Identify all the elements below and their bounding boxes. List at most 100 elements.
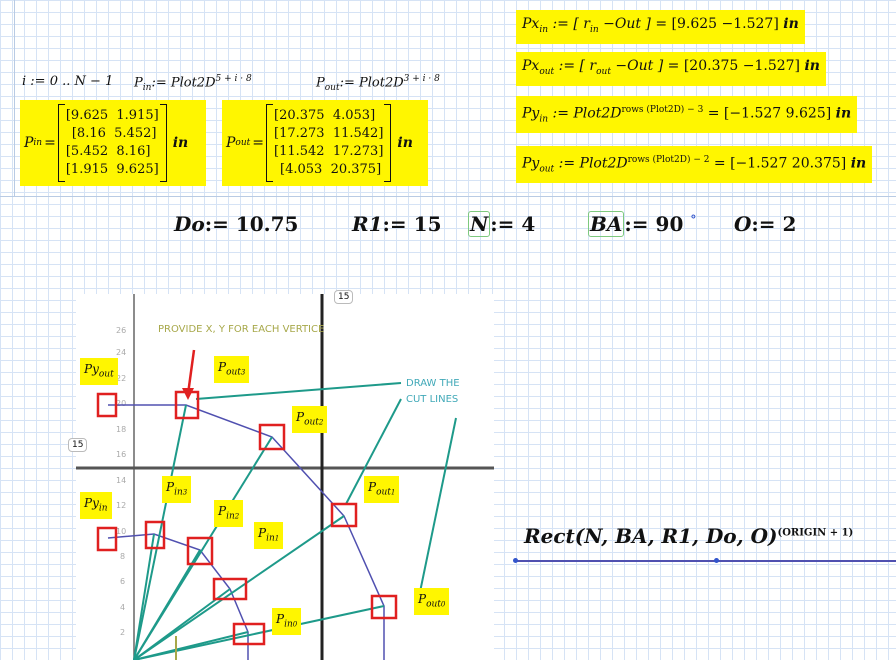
label-subsub: 3 bbox=[240, 368, 246, 377]
label-subsub: 0 bbox=[292, 620, 298, 629]
px-in-equation[interactable]: Pxin := [ rin −Out ] = [9.625 −1.527] in bbox=[516, 10, 805, 44]
p-out-def-sup: 3 + i · 8 bbox=[403, 74, 440, 84]
px-in-unit: in bbox=[783, 16, 799, 32]
y-tick: 6 bbox=[120, 577, 125, 586]
y-tick: 26 bbox=[116, 326, 126, 335]
matrix-cell: 11.542 bbox=[332, 126, 379, 141]
p-out-matrix-name: P bbox=[226, 135, 236, 151]
py-out-equation[interactable]: Pyout := Plot2Drows (Plot2D) − 2 = [−1.5… bbox=[516, 146, 873, 184]
n-name: N bbox=[468, 211, 491, 237]
ba-definition[interactable]: BA:= 90 ° bbox=[588, 211, 696, 237]
label-p-in-0: Pin0 bbox=[272, 608, 302, 636]
matrix-cell: 1.915 bbox=[70, 162, 109, 177]
p-in-definition[interactable]: Pin:= Plot2D5 + i · 8 bbox=[134, 74, 252, 93]
label-sub: in bbox=[226, 511, 235, 522]
px-in-expr: := [ r bbox=[552, 16, 590, 32]
annotation-arrow bbox=[195, 382, 402, 400]
px-out-lhs: Px bbox=[522, 58, 540, 74]
annotation-draw-the: DRAW THE bbox=[406, 378, 460, 389]
region-separator-top bbox=[0, 196, 896, 197]
px-out-result: [20.375 −1.527] bbox=[683, 58, 801, 74]
px-in-lhs: Px bbox=[522, 16, 540, 32]
label-p-out-2: Pout2 bbox=[292, 406, 328, 434]
tag-left-text: 15 bbox=[72, 440, 84, 450]
p-out-def-rhs: := Plot2D bbox=[339, 75, 404, 91]
r1-definition[interactable]: R1:= 15 bbox=[352, 212, 441, 236]
label-sub: out bbox=[98, 369, 114, 380]
p-out-definition[interactable]: Pout:= Plot2D3 + i · 8 bbox=[316, 74, 440, 93]
matrix-right-bracket bbox=[384, 104, 392, 182]
label-p-in-2: Pin2 bbox=[214, 500, 244, 528]
matrix-row: [5.452 8.16] bbox=[65, 144, 151, 159]
label-base: P bbox=[218, 504, 227, 518]
do-definition[interactable]: Do:= 10.75 bbox=[174, 212, 298, 236]
y-tick: 12 bbox=[116, 501, 126, 510]
p-out-equals: = bbox=[252, 135, 264, 151]
rect-call-handle-mid[interactable] bbox=[714, 558, 719, 563]
matrix-cell: 4.053 bbox=[285, 162, 323, 177]
px-out-equation[interactable]: Pxout := [ rout −Out ] = [20.375 −1.527]… bbox=[516, 52, 826, 86]
index-range-definition[interactable]: i := 0 .. N − 1 bbox=[22, 74, 113, 89]
red-arrow-head bbox=[182, 388, 194, 400]
px-in-expr-tail: −Out ] = bbox=[598, 16, 668, 32]
label-base: P bbox=[218, 360, 227, 374]
matrix-cell: 17.273 bbox=[279, 126, 325, 141]
p-in-equals: = bbox=[44, 135, 56, 151]
rect-call-sup: (ORIGIN + 1) bbox=[777, 527, 854, 539]
label-base: P bbox=[418, 592, 427, 606]
py-out-expr: := Plot2D bbox=[558, 155, 628, 172]
vertex-box bbox=[186, 536, 214, 566]
label-sub: out bbox=[226, 367, 241, 378]
p-out-def-sub: out bbox=[324, 82, 340, 93]
px-in-expr-sub: in bbox=[589, 24, 599, 35]
label-base: P bbox=[258, 526, 267, 540]
p-in-matrix: [9.625 1.915] [8.16 5.452] [5.452 8.16] … bbox=[57, 104, 167, 182]
vertex-box bbox=[212, 577, 248, 601]
label-base: P bbox=[166, 480, 175, 494]
vertex-box bbox=[144, 520, 166, 550]
matrix-row: [4.053 20.375] bbox=[280, 162, 382, 177]
matrix-row: [9.625 1.915] bbox=[65, 108, 159, 123]
label-base: Py bbox=[84, 496, 99, 510]
py-in-equation[interactable]: Pyin := Plot2Drows (Plot2D) − 3 = [−1.52… bbox=[516, 96, 858, 134]
vertex-box bbox=[232, 622, 266, 646]
px-in-lhs-sub: in bbox=[539, 24, 549, 35]
do-name: Do bbox=[174, 212, 205, 236]
outer-polyline bbox=[108, 404, 385, 660]
matrix-row: [20.375 4.053] bbox=[274, 108, 376, 123]
o-definition[interactable]: O:= 2 bbox=[734, 212, 796, 236]
label-sub: out bbox=[376, 487, 391, 498]
p-in-def-rhs: := Plot2D bbox=[151, 75, 216, 91]
matrix-cell: 11.542 bbox=[279, 144, 325, 159]
label-base: P bbox=[296, 410, 305, 424]
matrix-cell: 9.625 bbox=[116, 162, 154, 177]
label-subsub: 1 bbox=[390, 488, 396, 497]
label-p-in-3: Pin3 bbox=[162, 476, 192, 504]
matrix-left-bracket bbox=[57, 104, 65, 182]
p-in-def-name: P bbox=[134, 75, 143, 91]
matrix-cell: 17.273 bbox=[332, 144, 379, 159]
o-name: O bbox=[734, 212, 752, 236]
label-subsub: 2 bbox=[234, 512, 240, 521]
annotation-provide-xy: PROVIDE X, Y FOR EACH VERTICE bbox=[158, 324, 324, 335]
rect-call-handle-left[interactable] bbox=[513, 558, 518, 563]
n-definition[interactable]: N:= 4 bbox=[468, 211, 535, 237]
y-tick: 2 bbox=[120, 628, 125, 637]
matrix-cell: 5.452 bbox=[70, 144, 109, 159]
rect-call-line bbox=[516, 560, 896, 562]
rect-call-expression[interactable]: Rect(N, BA, R1, Do, O)(ORIGIN + 1) bbox=[524, 524, 853, 548]
cut-line bbox=[133, 404, 187, 660]
matrix-cell: 8.16 bbox=[76, 126, 106, 141]
cut-line bbox=[133, 515, 345, 660]
cut-line bbox=[133, 631, 249, 660]
y-tick: 14 bbox=[116, 476, 126, 485]
matrix-cell: 5.452 bbox=[114, 126, 152, 141]
tag-15-left[interactable]: 15 bbox=[68, 438, 88, 452]
label-p-in-1: Pin1 bbox=[254, 522, 284, 550]
px-out-lhs-sub: out bbox=[539, 66, 555, 77]
matrix-cell: 4.053 bbox=[332, 108, 371, 123]
tag-15-top[interactable]: 15 bbox=[334, 290, 354, 304]
region-left-border bbox=[14, 0, 15, 196]
